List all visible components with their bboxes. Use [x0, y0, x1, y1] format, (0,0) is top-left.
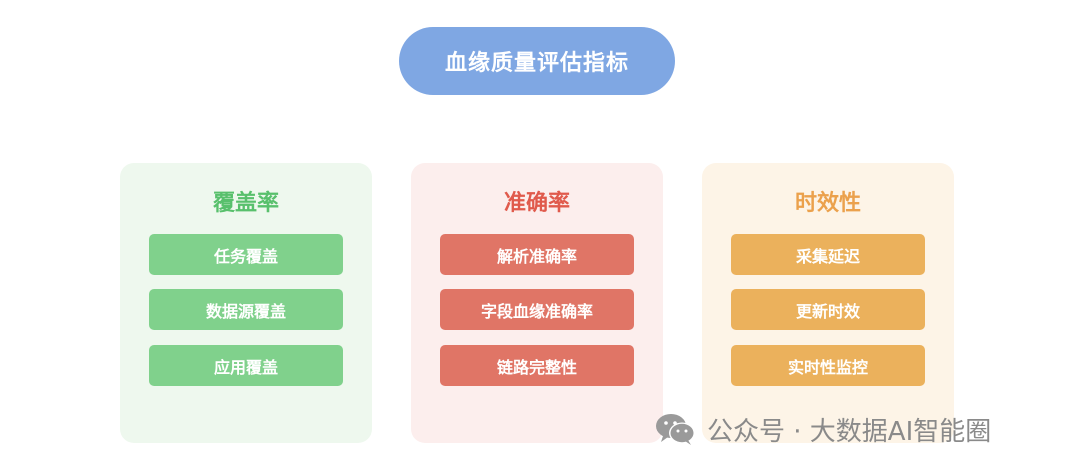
metric-item-label: 链路完整性	[496, 357, 577, 377]
metric-item-label: 实时性监控	[787, 357, 868, 377]
metric-item: 采集延迟	[731, 234, 925, 275]
metric-item-label: 字段血缘准确率	[480, 301, 593, 321]
root-node-label: 血缘质量评估指标	[444, 51, 629, 76]
category-card-accuracy: 准确率 解析准确率 字段血缘准确率 链路完整性	[411, 163, 663, 443]
watermark-text: 公众号 · 大数据AI智能圈	[707, 416, 992, 447]
metric-item: 字段血缘准确率	[440, 289, 634, 330]
category-card-coverage: 覆盖率 任务覆盖 数据源覆盖 应用覆盖	[120, 163, 372, 443]
category-card-timeliness: 时效性 采集延迟 更新时效 实时性监控	[702, 163, 954, 443]
wechat-icon	[656, 414, 695, 445]
metric-item: 应用覆盖	[149, 345, 343, 386]
metric-item: 数据源覆盖	[149, 289, 343, 330]
card-title: 覆盖率	[212, 191, 279, 216]
metric-item-label: 应用覆盖	[213, 357, 278, 377]
card-title: 时效性	[794, 191, 861, 216]
metric-item-label: 数据源覆盖	[205, 301, 286, 321]
metric-item: 更新时效	[731, 289, 925, 330]
metric-item: 任务覆盖	[149, 234, 343, 275]
metric-item: 链路完整性	[440, 345, 634, 386]
root-node: 血缘质量评估指标	[399, 27, 675, 95]
card-title: 准确率	[503, 191, 570, 216]
metric-item-label: 采集延迟	[795, 246, 860, 266]
metric-item: 实时性监控	[731, 345, 925, 386]
metric-item-label: 任务覆盖	[213, 246, 278, 266]
metric-item-label: 更新时效	[795, 301, 860, 321]
metric-item: 解析准确率	[440, 234, 634, 275]
metric-item-label: 解析准确率	[496, 246, 577, 266]
watermark: 公众号 · 大数据AI智能圈	[655, 409, 991, 449]
